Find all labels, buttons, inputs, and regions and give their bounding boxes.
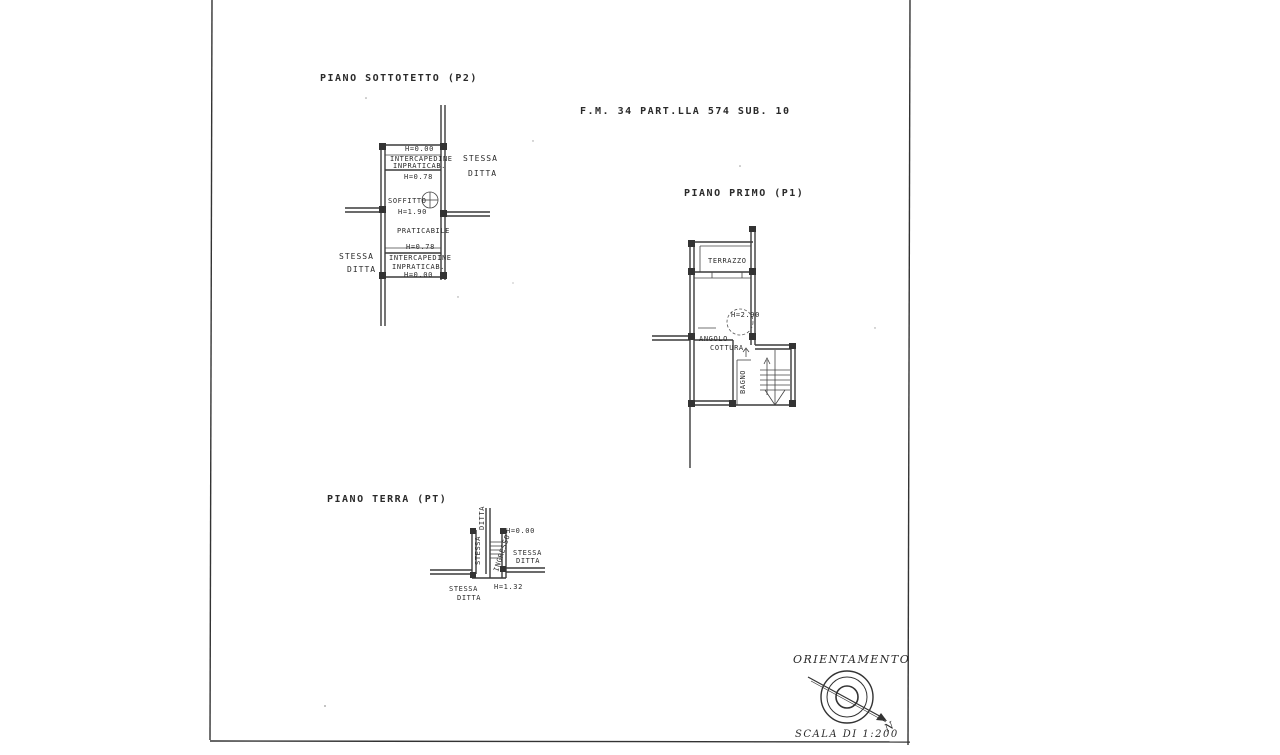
scale-label: SCALA DI 1:200 — [795, 729, 899, 740]
p2-intercap-top-2: INPRATICAB. — [393, 162, 446, 170]
sheet-border-right — [907, 0, 911, 746]
p2-h-078-top: H=0.78 — [404, 173, 433, 181]
p2-plan — [345, 105, 490, 326]
pt-ditta-bottom: DITTA — [457, 594, 481, 602]
orientamento-label: ORIENTAMENTO — [793, 653, 910, 666]
p2-h-078-bottom: H=0.78 — [406, 243, 435, 251]
p2-h-190: H=1.90 — [398, 208, 427, 216]
pt-plan — [430, 508, 545, 579]
reference-title: F.M. 34 PART.LLA 574 SUB. 10 — [580, 106, 791, 117]
north-label: N — [882, 720, 897, 735]
pt-stessa-right: STESSA — [513, 549, 542, 557]
pt-stessa-bottom: STESSA — [449, 585, 478, 593]
p2-intercap-top-1: INTERCAPEDINE — [390, 155, 453, 163]
compass-icon — [807, 670, 887, 724]
p2-h-top: H=0.00 — [405, 145, 434, 153]
p1-bagno: BAGNO — [739, 370, 747, 394]
p2-intercap-bottom-2: INPRATICAB. — [392, 263, 445, 271]
p1-height: H=2.90 — [731, 311, 760, 319]
pt-h-000: H=0.00 — [506, 527, 535, 535]
sheet-border-bottom — [209, 740, 911, 743]
pt-ditta-right: DITTA — [516, 557, 540, 565]
p2-h-bottom: H=0.00 — [404, 271, 433, 279]
p2-soffitto: SOFFITTO — [388, 197, 427, 205]
p1-plan — [652, 226, 796, 468]
p2-intercap-bottom-1: INTERCAPEDINE — [389, 254, 452, 262]
p2-title: PIANO SOTTOTETTO (P2) — [320, 73, 478, 84]
pt-title: PIANO TERRA (PT) — [327, 494, 447, 505]
p1-title: PIANO PRIMO (P1) — [684, 188, 804, 199]
p2-praticabile: PRATICABILE — [397, 227, 450, 235]
p1-angolo-1: ANGOLO — [699, 335, 728, 343]
p1-angolo-2: COTTURA — [710, 344, 744, 352]
pt-h-132: H=1.32 — [494, 583, 523, 591]
pt-stessa-top: STESSA — [474, 536, 482, 565]
p2-ditta-right: DITTA — [468, 169, 497, 178]
pt-ditta-top: DITTA — [478, 506, 486, 530]
p1-terrazzo: TERRAZZO — [708, 257, 747, 265]
scan-specks — [324, 97, 876, 707]
p2-stessa-right: STESSA — [463, 154, 498, 163]
ceiling-light-icon — [726, 308, 754, 336]
p2-stessa-left: STESSA — [339, 252, 374, 261]
sheet-border-left — [209, 0, 213, 741]
p2-ditta-left: DITTA — [347, 265, 376, 274]
